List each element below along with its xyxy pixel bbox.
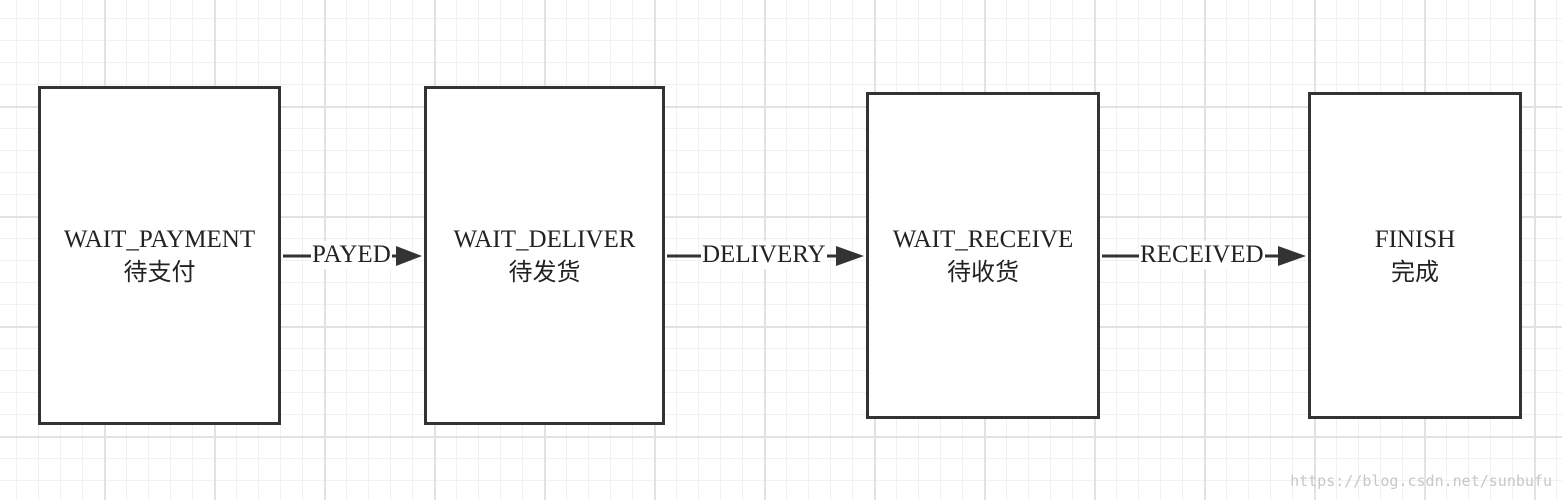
state-label-zh: 完成	[1391, 257, 1439, 286]
state-wait-deliver[interactable]: WAIT_DELIVER 待发货	[424, 86, 665, 425]
state-name: WAIT_DELIVER	[453, 225, 636, 253]
state-label-zh: 待收货	[947, 257, 1019, 286]
transition-label-payed[interactable]: PAYED	[311, 241, 392, 269]
state-name: WAIT_RECEIVE	[892, 225, 1074, 253]
state-finish[interactable]: FINISH 完成	[1308, 92, 1522, 419]
state-name: WAIT_PAYMENT	[63, 225, 256, 253]
state-wait-payment[interactable]: WAIT_PAYMENT 待支付	[38, 86, 281, 425]
state-label-zh: 待发货	[508, 257, 581, 286]
state-label-zh: 待支付	[123, 257, 196, 286]
state-name: FINISH	[1374, 225, 1456, 253]
state-wait-receive[interactable]: WAIT_RECEIVE 待收货	[866, 92, 1100, 419]
transition-label-received[interactable]: RECEIVED	[1139, 241, 1265, 269]
watermark-url: https://blog.csdn.net/sunbufu	[1290, 472, 1552, 490]
transition-label-delivery[interactable]: DELIVERY	[701, 241, 827, 269]
